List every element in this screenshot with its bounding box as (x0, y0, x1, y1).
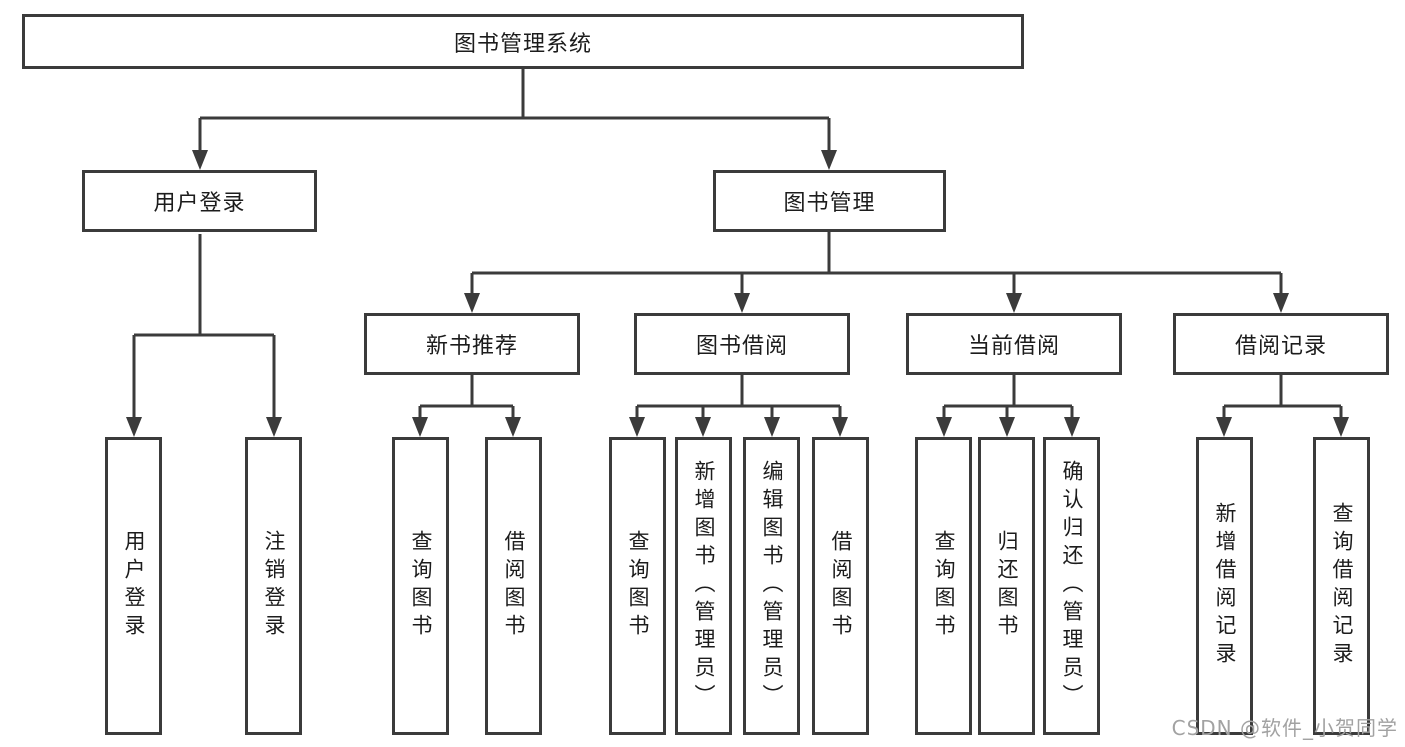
node-leaf-add-borrow-record-label: 新增借阅记录 (1213, 502, 1237, 670)
node-leaf-query-borrow-record-label: 查询借阅记录 (1330, 502, 1354, 670)
node-book-management: 图书管理 (713, 170, 946, 232)
node-leaf-borrow-books-2: 借阅图书 (812, 437, 869, 735)
node-leaf-query-books-2: 查询图书 (609, 437, 666, 735)
node-leaf-add-borrow-record: 新增借阅记录 (1196, 437, 1253, 735)
node-leaf-return-books-label: 归还图书 (995, 530, 1019, 642)
node-leaf-query-books-3: 查询图书 (915, 437, 972, 735)
node-book-borrowing-label: 图书借阅 (695, 334, 788, 359)
node-library-system: 图书管理系统 (22, 14, 1024, 69)
node-leaf-logout-label: 注销登录 (262, 530, 286, 642)
node-leaf-confirm-return-admin-label: 确认归还（管理员） (1060, 460, 1084, 712)
node-new-book-recommend-label: 新书推荐 (425, 334, 518, 359)
node-leaf-query-books-2-label: 查询图书 (626, 530, 650, 642)
node-leaf-query-books-1-label: 查询图书 (409, 530, 433, 642)
node-current-borrowing: 当前借阅 (906, 313, 1122, 375)
node-borrowing-records: 借阅记录 (1173, 313, 1389, 375)
connector-current-borrow-to-leaves (942, 375, 1074, 421)
connector-book-borrow-to-leaves (635, 375, 842, 421)
node-book-management-label: 图书管理 (783, 191, 876, 216)
node-new-book-recommend: 新书推荐 (364, 313, 580, 375)
node-leaf-add-book-admin-label: 新增图书（管理员） (692, 460, 716, 712)
node-leaf-edit-book-admin-label: 编辑图书（管理员） (760, 460, 784, 712)
node-leaf-user-login: 用户登录 (105, 437, 162, 735)
node-leaf-borrow-books-1: 借阅图书 (485, 437, 542, 735)
connector-new-book-to-leaves (418, 375, 515, 421)
arrowheads (126, 150, 1349, 437)
connector-root-to-level2 (198, 69, 831, 154)
node-leaf-logout: 注销登录 (245, 437, 302, 735)
node-leaf-confirm-return-admin: 确认归还（管理员） (1043, 437, 1100, 735)
node-book-borrowing: 图书借阅 (634, 313, 850, 375)
node-leaf-return-books: 归还图书 (978, 437, 1035, 735)
node-user-login-label: 用户登录 (153, 191, 246, 216)
connector-book-management-to-level3 (470, 232, 1283, 297)
csdn-watermark: CSDN @软件_小贺同学 (1171, 716, 1398, 740)
node-user-login: 用户登录 (82, 170, 317, 232)
node-current-borrowing-label: 当前借阅 (967, 334, 1060, 359)
node-leaf-query-books-3-label: 查询图书 (932, 530, 956, 642)
node-leaf-query-books-1: 查询图书 (392, 437, 449, 735)
connector-borrow-record-to-leaves (1222, 375, 1343, 421)
node-leaf-edit-book-admin: 编辑图书（管理员） (743, 437, 800, 735)
node-leaf-query-borrow-record: 查询借阅记录 (1313, 437, 1370, 735)
node-leaf-borrow-books-1-label: 借阅图书 (502, 530, 526, 642)
connector-user-login-to-leaves (132, 234, 276, 421)
node-borrowing-records-label: 借阅记录 (1234, 334, 1327, 359)
node-library-system-label: 图书管理系统 (453, 31, 592, 57)
node-leaf-borrow-books-2-label: 借阅图书 (829, 530, 853, 642)
node-leaf-add-book-admin: 新增图书（管理员） (675, 437, 732, 735)
node-leaf-user-login-label: 用户登录 (122, 530, 146, 642)
